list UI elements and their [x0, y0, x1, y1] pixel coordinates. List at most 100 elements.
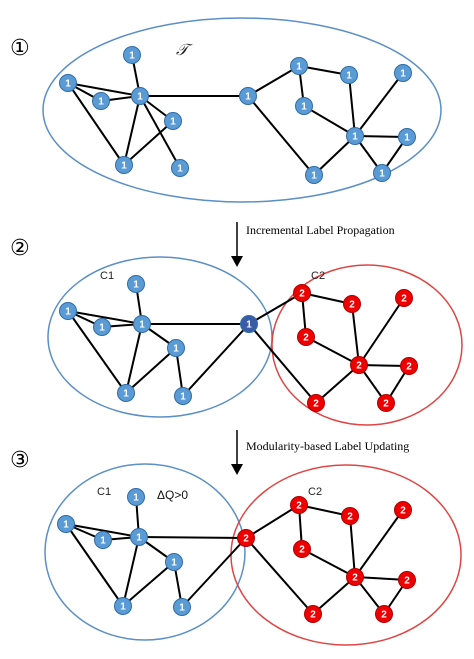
graph-node-community-2: 2 [290, 496, 308, 514]
node-circle [307, 394, 325, 412]
graph-node-community-1: 1 [92, 92, 110, 110]
graph-edge [349, 515, 356, 578]
node-label: 1 [301, 102, 307, 113]
graph-node-community-1: 1 [127, 275, 145, 293]
node-label: 1 [98, 97, 104, 108]
graph-node-community-2: 2 [297, 328, 315, 346]
node-circle [373, 164, 391, 182]
node-label: 1 [120, 602, 126, 613]
graph-edge [67, 82, 141, 97]
graph-edge [181, 537, 247, 608]
node-circle [173, 598, 191, 616]
node-circle [174, 387, 192, 405]
cluster-c2-ellipse-updated [230, 464, 462, 646]
node-label: 2 [352, 573, 358, 584]
graph-node-community-1: 1 [114, 597, 132, 615]
graph-edge [248, 292, 303, 325]
node-circle [127, 275, 145, 293]
graph-node-community-2: 2 [341, 507, 359, 525]
graph-node-community-1: 1 [164, 112, 182, 130]
graph-node-community-1: 1 [340, 66, 358, 84]
node-label: 1 [99, 323, 105, 334]
cluster-c1-label-updated: C1 [97, 486, 111, 498]
node-label: 2 [299, 289, 305, 300]
node-circle [59, 74, 77, 92]
graph-edge [354, 509, 404, 578]
cluster-c2-label-updated: C2 [308, 486, 322, 498]
node-label: 2 [310, 610, 316, 621]
graph-node-community-2: 2 [293, 284, 311, 302]
node-circle [240, 315, 258, 333]
node-circle [130, 528, 148, 546]
node-label: 1 [129, 51, 135, 62]
graph-node-community-1: 1 [57, 515, 75, 533]
node-label: 1 [311, 171, 317, 182]
graph-node-community-1: 1 [346, 127, 364, 145]
node-circle [398, 571, 416, 589]
node-label: 1 [352, 132, 358, 143]
node-label: 1 [180, 392, 186, 403]
node-label: 1 [133, 493, 139, 504]
graph-node-community-1: 1 [290, 57, 308, 75]
node-label: 1 [63, 520, 69, 531]
node-circle [93, 318, 111, 336]
node-circle [375, 605, 393, 623]
node-circle [400, 357, 418, 375]
node-label: 1 [121, 161, 127, 172]
graph-edge [313, 135, 356, 176]
graph-edge [65, 523, 140, 538]
node-circle [127, 488, 145, 506]
node-circle [92, 92, 110, 110]
node-circle [164, 112, 182, 130]
graph-node-community-1: 1 [127, 488, 145, 506]
graph-edge [122, 536, 140, 607]
graph-node-community-1: 1 [133, 315, 151, 333]
graph-edge [245, 537, 314, 615]
step-3-number: ③ [10, 448, 30, 473]
node-label: 1 [246, 320, 252, 331]
node-circle [341, 507, 359, 525]
node-label: 1 [123, 389, 129, 400]
step-2-edges [67, 283, 410, 404]
graph-edge [301, 548, 356, 578]
node-label: 2 [356, 361, 362, 372]
graph-node-community-2: 2 [343, 295, 361, 313]
graph-edge [65, 523, 124, 607]
node-circle [57, 515, 75, 533]
node-label: 1 [404, 133, 410, 144]
graph-node-community-1: 1 [130, 528, 148, 546]
graph-edge [123, 95, 141, 166]
node-label: 1 [65, 79, 71, 90]
node-circle [377, 394, 395, 412]
graph-t-ellipse [42, 17, 442, 203]
graph-edge [67, 310, 143, 325]
node-label: 2 [404, 576, 410, 587]
node-label: 1 [346, 71, 352, 82]
node-label: 1 [170, 117, 176, 128]
graph-edge [123, 120, 174, 166]
graph-edge [312, 576, 356, 615]
graph-edge [125, 347, 177, 394]
graph-node-community-1: 1 [239, 87, 257, 105]
graph-node-community-2: 2 [350, 356, 368, 374]
arrow-1-label: Incremental Label Propagation [246, 223, 395, 237]
graph-edge [138, 536, 247, 539]
node-label: 1 [379, 169, 385, 180]
node-label: 1 [136, 533, 142, 544]
node-circle [295, 97, 313, 115]
node-label: 2 [349, 300, 355, 311]
node-label: 1 [173, 344, 179, 355]
graph-edge [245, 504, 300, 539]
node-circle [94, 531, 112, 549]
node-label: 2 [406, 362, 412, 373]
graph-edge [315, 364, 360, 404]
node-circle [395, 289, 413, 307]
graph-edge [248, 323, 317, 404]
graph-node-community-2: 2 [394, 501, 412, 519]
graph-edge [125, 323, 143, 394]
node-circle [165, 553, 183, 571]
graph-node-community-1: 1 [117, 384, 135, 402]
graph-node-community-1: 1 [115, 156, 133, 174]
graph-node-community-1: 1 [93, 318, 111, 336]
